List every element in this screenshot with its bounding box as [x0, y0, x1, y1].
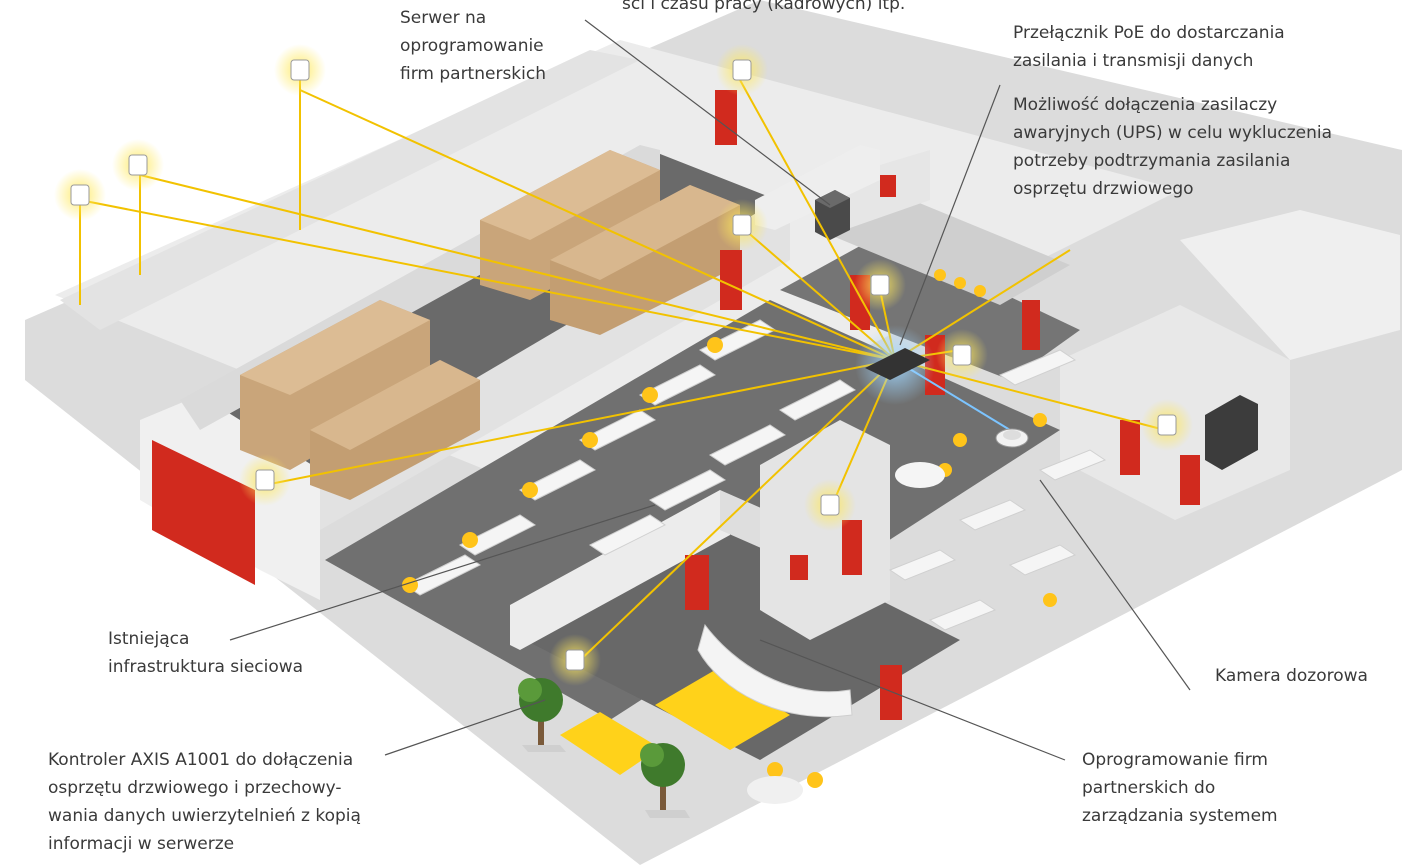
network-label: Istniejąca infrastruktura sieciowa [108, 629, 304, 677]
lobby-yellow-mat [655, 670, 790, 750]
pallets-left [240, 300, 480, 500]
door-1 [715, 90, 737, 145]
door-6 [1022, 300, 1040, 350]
server-rack-icon [815, 190, 850, 240]
round-table-1 [895, 462, 945, 488]
dome-camera-icon [995, 428, 1029, 448]
office-floor-right [780, 235, 1080, 380]
entrance-yellow-mat [560, 712, 660, 775]
door-12 [880, 665, 902, 720]
reception-desk [697, 623, 853, 718]
meeting-room [830, 195, 1070, 305]
door-9 [685, 555, 709, 610]
wall-far-right [1180, 210, 1400, 360]
upper-corridor [60, 50, 640, 330]
leader-lines [229, 19, 1191, 761]
top-cut-text: ści i czasu pracy (kadrowych) itp. [622, 0, 906, 14]
server-label: Serwer na oprogramowanie firm partnerski… [400, 8, 546, 84]
tree-icon [518, 678, 566, 752]
network-cables [79, 75, 1166, 666]
door-controller-icon [290, 59, 310, 81]
warehouse-door [152, 440, 255, 585]
round-table-2 [747, 776, 803, 804]
ups-label: Możliwość dołączenia zasilaczy awaryjnyc… [1013, 95, 1332, 199]
wall-mid [755, 145, 880, 230]
door-10 [842, 520, 862, 575]
partner-software-label: Oprogramowanie firm partnerskich do zarz… [1082, 750, 1278, 826]
controller-label: Kontroler AXIS A1001 do dołączenia osprz… [48, 750, 361, 854]
poe-switch-label: Przełącznik PoE do dostarczania zasilani… [1013, 23, 1285, 71]
door-8 [1180, 455, 1200, 505]
door-4 [880, 175, 896, 197]
wall-lobby-left [510, 490, 730, 650]
poe-switch-icon [865, 348, 930, 380]
desks [404, 319, 1107, 631]
server-rack-right [1205, 395, 1258, 470]
door-11 [790, 555, 808, 580]
pallets-right [480, 150, 740, 335]
chairs [402, 269, 1057, 788]
door-controllers [54, 44, 1193, 686]
camera-label: Kamera dozorowa [1215, 666, 1368, 686]
tree-icon [640, 743, 690, 818]
door-2 [720, 250, 742, 310]
door-7 [1120, 420, 1140, 475]
